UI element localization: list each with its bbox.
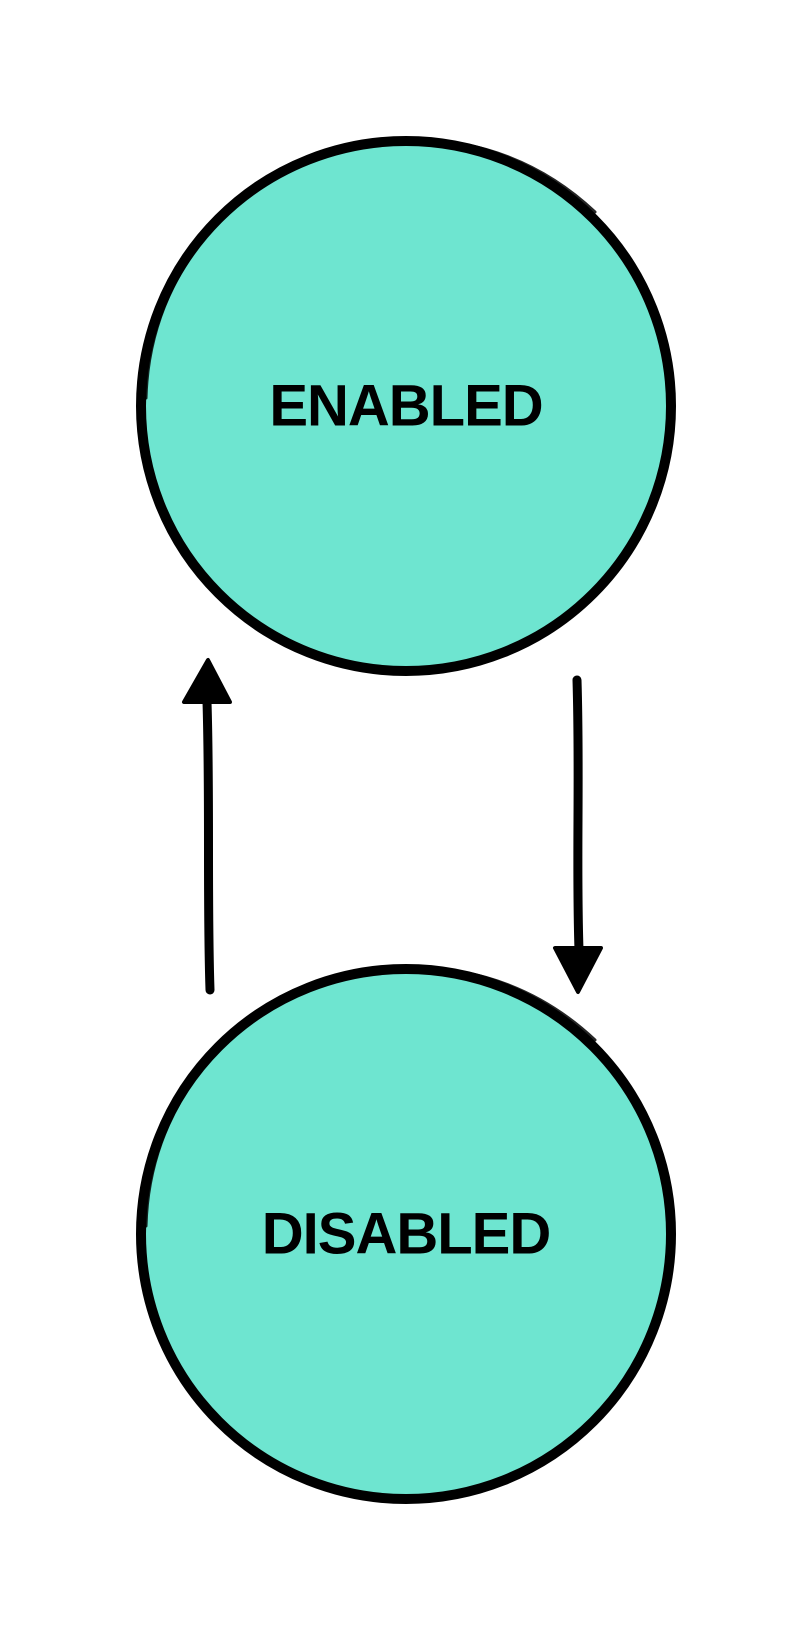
state-disabled-label: DISABLED xyxy=(262,1202,550,1267)
state-disabled[interactable]: DISABLED xyxy=(136,964,676,1504)
transition-disabled-to-enabled[interactable] xyxy=(182,658,232,995)
state-enabled-label: ENABLED xyxy=(269,374,542,439)
state-disabled-sketch-stroke xyxy=(144,966,597,1228)
state-enabled-sketch-stroke xyxy=(144,138,597,400)
transition-down-line xyxy=(572,675,584,955)
transition-up-arrowhead xyxy=(182,658,232,704)
transition-enabled-to-disabled[interactable] xyxy=(553,675,603,994)
transition-down-arrowhead xyxy=(553,946,603,994)
state-enabled[interactable]: ENABLED xyxy=(136,136,676,676)
transition-up-line xyxy=(202,697,215,995)
